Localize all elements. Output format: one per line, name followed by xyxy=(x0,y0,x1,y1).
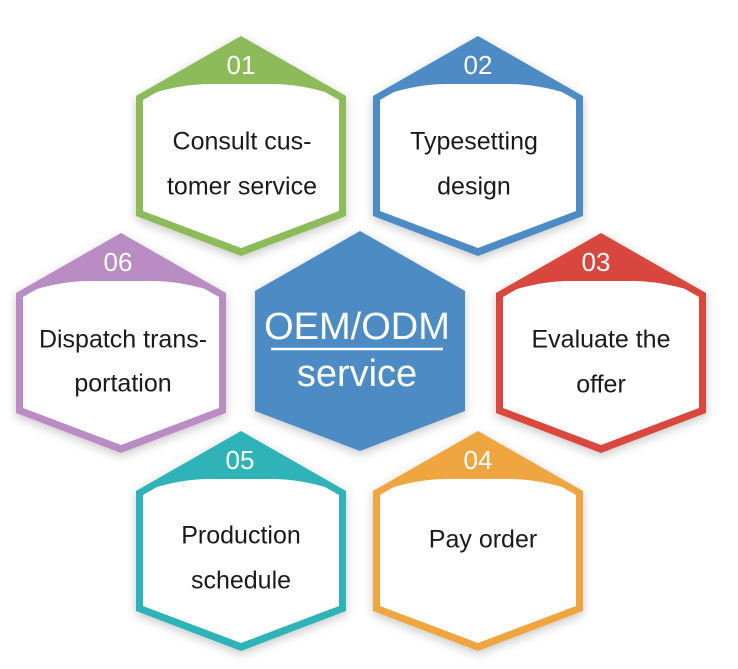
step-02-hexagon: 02 Typesetting design xyxy=(373,36,583,256)
step-01-header xyxy=(150,42,332,94)
step-01-label-line1: Consult cus- xyxy=(173,128,312,156)
step-06-label-line2: portation xyxy=(74,370,171,398)
center-hexagon: OEM/ODM service xyxy=(255,231,465,451)
step-04-number: 04 xyxy=(464,445,493,475)
step-05-number: 05 xyxy=(226,445,255,475)
step-05-label-line2: schedule xyxy=(191,567,291,595)
step-02-label-line1: Typesetting xyxy=(410,128,538,156)
step-03-hexagon: 03 Evaluate the offer xyxy=(496,233,706,453)
step-05-label-line1: Production xyxy=(181,522,301,550)
step-03-number: 03 xyxy=(582,247,611,277)
center-subtitle: service xyxy=(297,353,417,395)
step-06-header xyxy=(30,239,212,291)
step-01-label-line2: tomer service xyxy=(167,173,317,201)
step-06-hexagon: 06 Dispatch trans- portation xyxy=(16,233,226,453)
step-05-hexagon: 05 Production schedule xyxy=(136,431,346,651)
step-03-header xyxy=(510,239,692,291)
step-01-body xyxy=(143,44,339,248)
step-05-header xyxy=(150,437,332,489)
step-01-number: 01 xyxy=(227,50,256,80)
step-03-body xyxy=(503,241,699,445)
step-02-number: 02 xyxy=(464,50,493,80)
step-05-body xyxy=(143,439,339,643)
center-hexagon-shape xyxy=(255,231,465,451)
step-06-body xyxy=(23,241,219,445)
step-03-label-line1: Evaluate the xyxy=(532,326,671,354)
step-06-label-line1: Dispatch trans- xyxy=(39,326,207,354)
step-04-hexagon: 04 Pay order xyxy=(373,431,583,651)
step-04-body xyxy=(380,439,576,643)
step-02-body xyxy=(380,44,576,248)
step-04-header xyxy=(387,437,569,489)
step-02-header xyxy=(387,42,569,94)
center-title: OEM/ODM xyxy=(264,306,450,348)
step-02-label-line2: design xyxy=(437,173,511,201)
step-04-label-line1: Pay order xyxy=(429,526,537,554)
step-06-number: 06 xyxy=(104,247,133,277)
step-03-label-line2: offer xyxy=(576,371,626,399)
step-01-hexagon: 01 Consult cus- tomer service xyxy=(136,36,346,256)
